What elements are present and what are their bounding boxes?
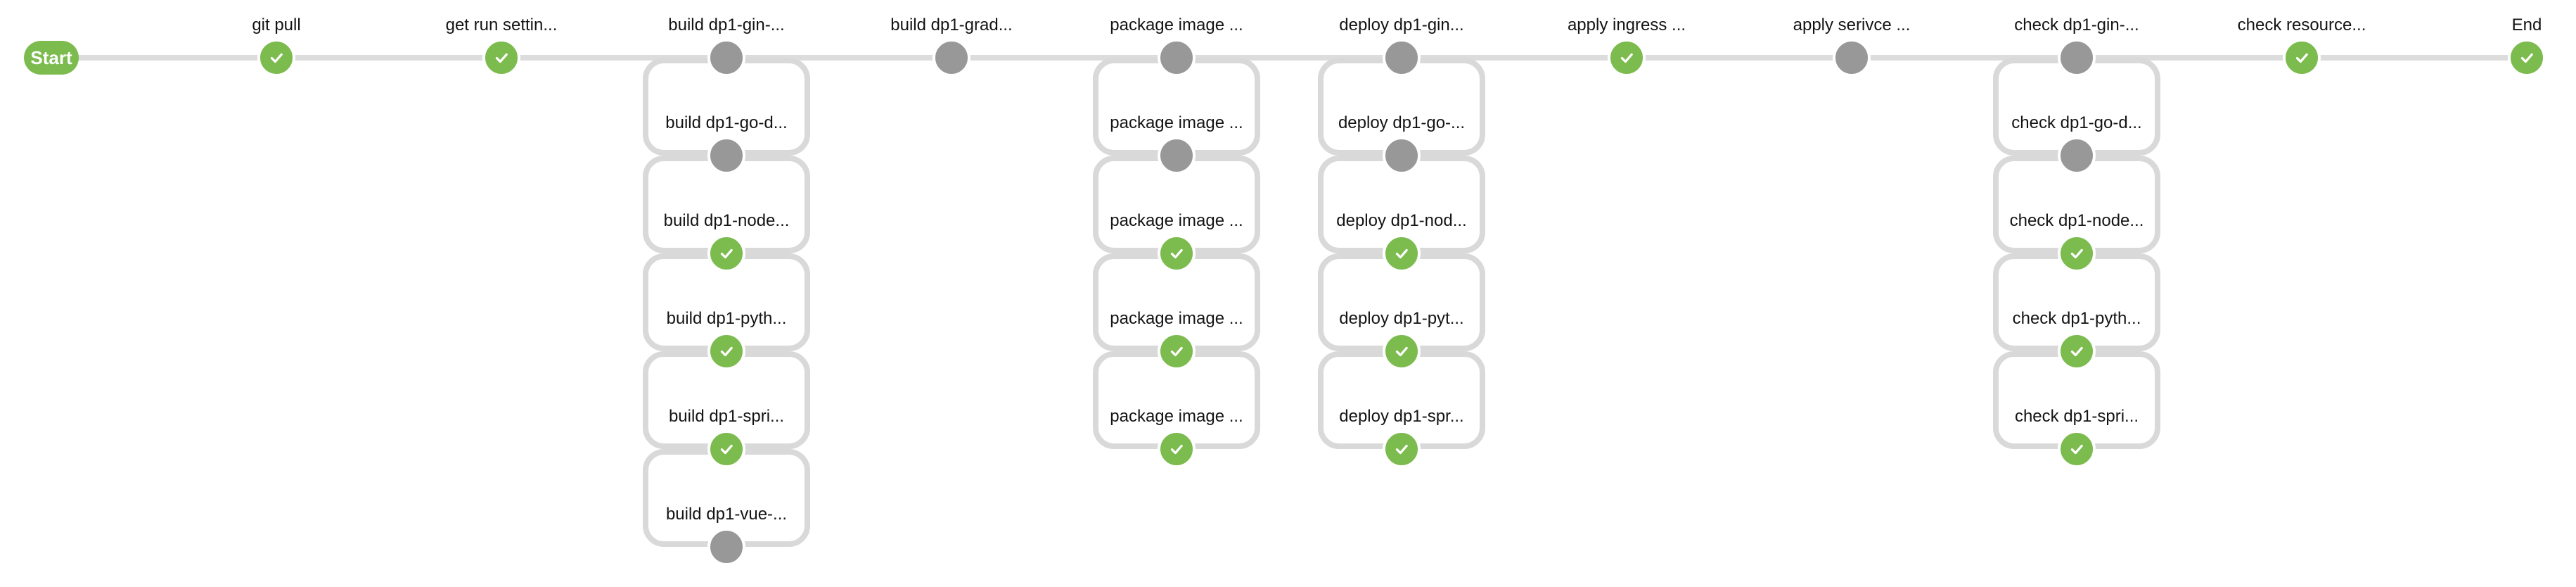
stage-node-build-5[interactable] (707, 528, 745, 566)
stage-node-build-gradle-0[interactable] (933, 39, 970, 77)
stage-node-check-2[interactable] (2058, 234, 2096, 272)
stage-label-check-1: check dp1-go-d... (2011, 113, 2142, 132)
check-icon (1170, 444, 1183, 455)
stage-node-build-3[interactable] (707, 332, 745, 370)
check-icon (270, 53, 283, 63)
stage-label-deploy-0: deploy dp1-gin... (1339, 15, 1464, 34)
stage-label-deploy-3: deploy dp1-pyt... (1339, 309, 1464, 328)
stage-node-package-image-2[interactable] (1158, 234, 1196, 272)
check-icon (1170, 346, 1183, 357)
stage-label-apply-ingress-0: apply ingress ... (1567, 15, 1686, 34)
check-icon (1395, 346, 1408, 357)
stage-label-package-image-2: package image ... (1110, 211, 1243, 230)
stage-label-deploy-1: deploy dp1-go-... (1338, 113, 1466, 132)
stage-label-build-1: build dp1-go-d... (665, 113, 788, 132)
check-icon (2070, 346, 2083, 357)
stage-node-build-1[interactable] (707, 137, 745, 175)
stage-node-apply-service-0[interactable] (1833, 39, 1871, 77)
stage-node-package-image-0[interactable] (1158, 39, 1196, 77)
stage-label-build-3: build dp1-pyth... (666, 309, 787, 328)
stage-label-package-image-0: package image ... (1110, 15, 1243, 34)
check-icon (495, 53, 508, 63)
stage-label-get-run-settings-0: get run settin... (445, 15, 558, 34)
stage-label-package-image-3: package image ... (1110, 309, 1243, 328)
stage-node-git-pull-0[interactable] (257, 39, 295, 77)
end-node-label: End (2511, 15, 2542, 34)
stage-node-deploy-4[interactable] (1383, 430, 1421, 468)
stage-node-check-0[interactable] (2058, 39, 2096, 77)
stage-node-check-1[interactable] (2058, 137, 2096, 175)
stage-node-deploy-0[interactable] (1383, 39, 1421, 77)
check-icon (1395, 248, 1408, 259)
stage-label-deploy-4: deploy dp1-spr... (1339, 407, 1464, 426)
stage-node-check-4[interactable] (2058, 430, 2096, 468)
end-node[interactable] (2508, 39, 2546, 77)
stage-node-deploy-1[interactable] (1383, 137, 1421, 175)
stage-label-check-resource-0: check resource... (2237, 15, 2366, 34)
stage-node-deploy-2[interactable] (1383, 234, 1421, 272)
check-icon (1395, 444, 1408, 455)
stage-label-git-pull-0: git pull (252, 15, 301, 34)
stage-label-deploy-2: deploy dp1-nod... (1336, 211, 1467, 230)
check-icon (2070, 444, 2083, 455)
stage-label-check-4: check dp1-spri... (2014, 407, 2139, 426)
stage-node-get-run-settings-0[interactable] (482, 39, 520, 77)
stage-label-package-image-1: package image ... (1110, 113, 1243, 132)
stage-node-package-image-1[interactable] (1158, 137, 1196, 175)
check-icon (2295, 53, 2308, 63)
check-icon (2520, 53, 2533, 63)
stage-label-check-2: check dp1-node... (2009, 211, 2144, 230)
stage-label-check-3: check dp1-pyth... (2012, 309, 2141, 328)
stage-node-build-2[interactable] (707, 234, 745, 272)
stage-node-package-image-4[interactable] (1158, 430, 1196, 468)
stage-label-package-image-4: package image ... (1110, 407, 1243, 426)
stage-node-build-0[interactable] (707, 39, 745, 77)
check-icon (1620, 53, 1633, 63)
stage-label-build-gradle-0: build dp1-grad... (890, 15, 1013, 34)
stage-node-package-image-3[interactable] (1158, 332, 1196, 370)
stage-label-build-0: build dp1-gin-... (668, 15, 785, 34)
stage-node-build-4[interactable] (707, 430, 745, 468)
check-icon (720, 346, 733, 357)
stage-label-build-5: build dp1-vue-... (665, 505, 788, 524)
stage-label-build-4: build dp1-spri... (668, 407, 785, 426)
pipeline-main-line (51, 55, 2527, 61)
stage-label-build-2: build dp1-node... (663, 211, 790, 230)
stage-label-apply-service-0: apply serivce ... (1793, 15, 1911, 34)
start-node: Start (24, 41, 79, 75)
stage-node-check-resource-0[interactable] (2283, 39, 2321, 77)
stage-node-apply-ingress-0[interactable] (1608, 39, 1646, 77)
stage-node-check-3[interactable] (2058, 332, 2096, 370)
stage-node-deploy-3[interactable] (1383, 332, 1421, 370)
stage-label-check-0: check dp1-gin-... (2014, 15, 2139, 34)
check-icon (1170, 248, 1183, 259)
check-icon (2070, 248, 2083, 259)
check-icon (720, 248, 733, 259)
check-icon (720, 444, 733, 455)
